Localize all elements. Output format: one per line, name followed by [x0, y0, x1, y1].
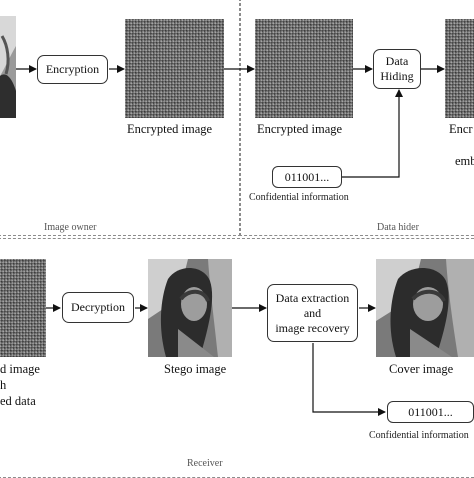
extraction-label-1: Data extraction [275, 290, 350, 305]
receiver-label: Receiver [187, 458, 223, 469]
encrypted-image-2 [255, 19, 353, 118]
data-hiding-label-2: Hiding [380, 69, 414, 83]
encrypted-image-2-caption: Encrypted image [257, 122, 343, 136]
encryption-box: Encryption [37, 55, 108, 84]
encrypted-embedded-caption-1: Encr [449, 122, 473, 136]
image-owner-section [0, 0, 241, 236]
confidential-info-top-label: Confidential information [249, 192, 349, 203]
arrow-extraction-to-bits [312, 343, 386, 416]
extraction-label-3: image recovery [275, 320, 350, 335]
data-hiding-label-1: Data [385, 54, 409, 68]
data-hider-label: Data hider [377, 222, 419, 233]
extraction-recovery-box: Data extraction and image recovery [267, 284, 358, 342]
confidential-bits-bottom: 011001... [387, 401, 474, 423]
cover-image-caption: Cover image [389, 362, 454, 376]
encrypted-embedded-caption-2: emb [455, 154, 474, 168]
arrow-bits-to-hiding [342, 89, 403, 178]
confidential-bits-top: 011001... [272, 166, 342, 188]
receiver-input-image [0, 259, 46, 357]
stego-image-caption: Stego image [164, 362, 227, 376]
receiver-input-caption-1: d image [0, 362, 40, 376]
decryption-box: Decryption [62, 292, 134, 323]
image-owner-label: Image owner [44, 222, 97, 233]
cover-image [376, 259, 474, 357]
stego-image [148, 259, 232, 357]
encrypted-image-1 [125, 19, 224, 118]
confidential-info-bottom-label: Confidential information [369, 430, 469, 441]
encrypted-embedded-image [445, 19, 474, 118]
receiver-input-caption-3: ed data [0, 394, 36, 408]
data-hider-section [239, 0, 474, 236]
encrypted-image-1-caption: Encrypted image [127, 122, 213, 136]
original-image [0, 16, 16, 118]
receiver-input-caption-2: h [0, 378, 7, 392]
data-hiding-box: Data Hiding [373, 49, 421, 89]
extraction-label-2: and [303, 305, 322, 320]
decryption-label: Decryption [71, 300, 125, 314]
encryption-label: Encryption [45, 62, 100, 76]
